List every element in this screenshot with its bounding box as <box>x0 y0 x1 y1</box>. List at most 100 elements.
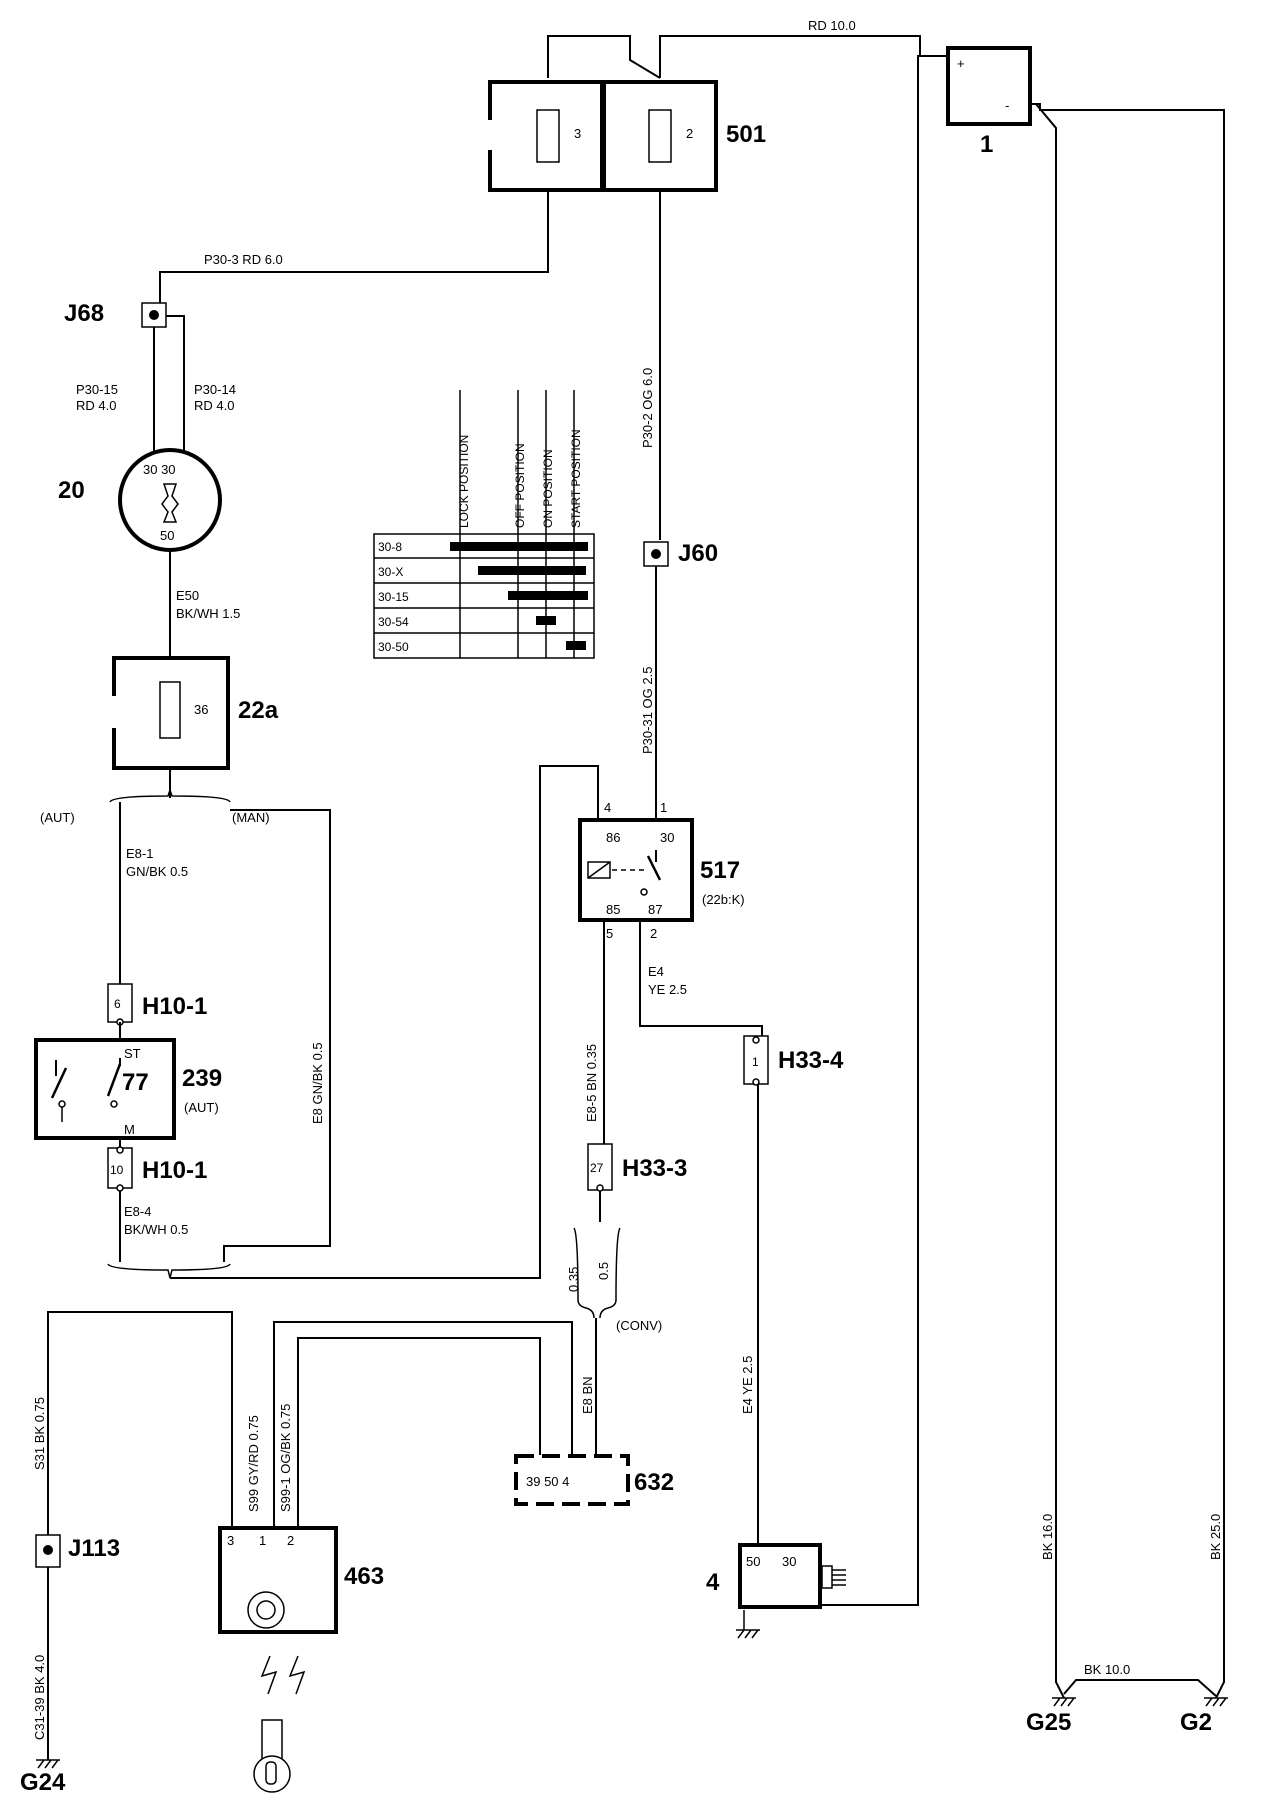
label-s31: S31 BK 0.75 <box>32 1397 47 1470</box>
starter-4: 50 30 4 <box>706 1543 846 1639</box>
row-30-8: 30-8 <box>378 540 402 554</box>
wire-bk16 <box>1012 103 1065 1699</box>
h33-3-box <box>587 1143 613 1191</box>
brace-aut-man <box>109 787 231 803</box>
brace-conv-right <box>599 1227 621 1319</box>
fuse-36-icon <box>159 681 181 739</box>
label-bk25: BK 25.0 <box>1208 1514 1223 1560</box>
relay-n4: 4 <box>604 800 611 815</box>
row-30-54: 30-54 <box>378 615 409 629</box>
label-p30-14a: P30-14 <box>194 382 236 397</box>
label-e8-4b: BK/WH 0.5 <box>124 1222 188 1237</box>
key-icon <box>161 483 179 523</box>
sensor-p2: 2 <box>287 1533 294 1548</box>
bar-30-8 <box>450 542 588 551</box>
g2-ground-icon <box>1204 1697 1228 1707</box>
fuse-3-label: 3 <box>574 126 581 141</box>
relay-n1: 1 <box>660 800 667 815</box>
battery: + - 1 <box>946 46 1032 158</box>
label-p30-14b: RD 4.0 <box>194 398 234 413</box>
j60-dot <box>651 549 661 559</box>
bar-30-15 <box>508 591 588 600</box>
j113-dot <box>43 1545 53 1555</box>
label-conv: (CONV) <box>616 1318 662 1333</box>
label-e8-5: E8-5 BN 0.35 <box>584 1044 599 1122</box>
sensor-463-id: 463 <box>344 1563 384 1590</box>
relay-n2: 2 <box>650 926 657 941</box>
h33-3-pin: 27 <box>590 1161 604 1175</box>
ground-g25: G25 <box>1026 1697 1076 1736</box>
label-e50b: BK/WH 1.5 <box>176 606 240 621</box>
brace-conv-left <box>573 1227 595 1319</box>
label-c31-39: C31-39 BK 4.0 <box>32 1655 47 1740</box>
h33-4-label: H33-4 <box>778 1047 844 1074</box>
ground-g24: G24 <box>20 1759 66 1796</box>
label-bk16: BK 16.0 <box>1040 1514 1055 1560</box>
h33-3-label: H33-3 <box>622 1155 687 1182</box>
bar-30-54 <box>536 616 556 625</box>
ignition-pin-bottom: 50 <box>160 528 174 543</box>
j68-label: J68 <box>64 300 104 327</box>
j60-label: J60 <box>678 540 718 567</box>
relay-p87: 87 <box>648 902 662 917</box>
ignition-label: 20 <box>58 477 85 504</box>
label-man: (MAN) <box>232 810 270 825</box>
inhibitor-box <box>34 1038 176 1140</box>
sensor-p3: 3 <box>227 1533 234 1548</box>
relay-p30: 30 <box>660 830 674 845</box>
header-lock: LOCK POSITION <box>457 435 471 528</box>
label-w035: 0.35 <box>566 1267 581 1292</box>
header-off: OFF POSITION <box>513 443 527 528</box>
brace-bottom <box>107 1263 231 1279</box>
h33-4-box <box>743 1035 769 1085</box>
label-e4b: YE 2.5 <box>648 982 687 997</box>
sensor-p1: 1 <box>259 1533 266 1548</box>
g25-label: G25 <box>1026 1709 1071 1736</box>
wire-battery-starter <box>817 55 948 1606</box>
module-632-id: 632 <box>634 1469 674 1496</box>
starter-id: 4 <box>706 1569 720 1596</box>
switch-right-icon <box>106 1063 122 1097</box>
switch-left-icon <box>50 1067 68 1099</box>
connector-h10-bottom: 10 H10-1 <box>107 1146 207 1192</box>
fuse-box-id: 501 <box>726 121 766 148</box>
battery-label: 1 <box>980 131 993 158</box>
h10-top-label: H10-1 <box>142 993 207 1020</box>
h10-bottom-label: H10-1 <box>142 1157 207 1184</box>
inhibitor-m: M <box>124 1122 135 1137</box>
relay-contact-icon <box>646 855 662 881</box>
module-632: 39 50 4 632 <box>514 1454 674 1506</box>
wire-s31 <box>47 1311 233 1535</box>
module-632-pins: 39 50 4 <box>526 1474 569 1489</box>
signal-icon <box>260 1655 278 1695</box>
fuse-box-501: 3 2 501 <box>484 80 766 192</box>
battery-minus: - <box>1005 98 1009 113</box>
connector-j60: J60 <box>643 540 718 567</box>
transponder-key-icon <box>261 1719 283 1761</box>
ignition-switch: 30 30 50 20 <box>58 448 222 552</box>
header-on: ON POSITION <box>541 449 555 528</box>
bar-30-50 <box>566 641 586 650</box>
label-e8-bn: E8 BN <box>580 1376 595 1414</box>
connector-h33-4: 1 H33-4 <box>743 1035 844 1086</box>
label-w05: 0.5 <box>596 1262 611 1280</box>
wire-p30-3 <box>159 178 549 303</box>
label-e8-4a: E8-4 <box>124 1204 151 1219</box>
inhibitor-sub: (AUT) <box>184 1100 219 1115</box>
starter-p30: 30 <box>782 1554 796 1569</box>
label-e8-1a: E8-1 <box>126 846 153 861</box>
label-e50a: E50 <box>176 588 199 603</box>
h10-top-pin: 6 <box>114 997 121 1011</box>
connector-j113: J113 <box>35 1534 120 1568</box>
wire-to-relay-86 <box>170 765 599 1279</box>
row-30-x: 30-X <box>378 565 403 579</box>
starter-ground-icon <box>736 1610 760 1639</box>
connector-j68: J68 <box>64 300 167 328</box>
wire-s99-1 <box>297 1337 541 1528</box>
fuse-2-icon <box>648 109 672 163</box>
label-e8-gnbk: E8 GN/BK 0.5 <box>310 1042 325 1124</box>
j68-dot <box>149 310 159 320</box>
relay-id: 517 <box>700 857 740 884</box>
fuse-3-icon <box>536 109 560 163</box>
wire-bk25 <box>1012 103 1225 1699</box>
